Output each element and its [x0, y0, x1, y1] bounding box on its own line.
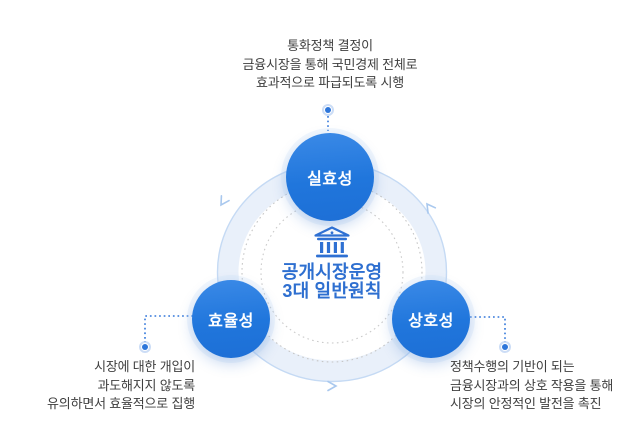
principle-label: 상호성 — [408, 313, 454, 330]
counterclockwise-arrow-icon — [426, 202, 437, 214]
description-line: 정책수행의 기반이 되는 — [450, 359, 575, 374]
connector-top — [322, 104, 334, 131]
description-line: 효과적으로 파급되도록 시행 — [256, 75, 404, 90]
diagram-title-line: 공개시장운영 — [281, 262, 383, 282]
description-line: 유의하면서 효율적으로 집행 — [47, 396, 195, 411]
principle-description-bottom-right: 정책수행의 기반이 되는 금융시장과의 상호 작용을 통해 시장의 안정적인 발… — [450, 358, 635, 414]
principle-circle-bottom-left: 효율성 — [192, 280, 270, 358]
description-line: 시장의 안정적인 발전을 촉진 — [450, 396, 602, 411]
description-line: 금융시장과의 상호 작용을 통해 — [450, 377, 614, 393]
principle-description-bottom-left: 시장에 대한 개입이 과도해지지 않도록 유의하면서 효율적으로 집행 — [0, 358, 195, 414]
dotted-ring-outer — [241, 181, 423, 363]
description-line: 통화정책 결정이 — [287, 38, 373, 53]
principle-label: 실효성 — [307, 171, 353, 188]
connector-left — [139, 315, 193, 353]
counterclockwise-arrow-icon — [220, 195, 230, 207]
counterclockwise-arrow-icon — [327, 380, 338, 392]
principle-circle-top: 실효성 — [286, 133, 374, 221]
principle-description-top: 통화정책 결정이 금융시장을 통해 국민경제 전체로 효과적으로 파급되도록 시… — [130, 37, 530, 93]
description-line: 과도해지지 않도록 — [97, 377, 196, 393]
diagram-center: 공개시장운영 3대 일반원칙 — [232, 226, 432, 301]
diagram-title-line: 3대 일반원칙 — [282, 281, 382, 301]
principle-circle-bottom-right: 상호성 — [392, 280, 470, 358]
connector-right — [470, 316, 511, 353]
dotted-ring-inner — [260, 200, 404, 344]
description-line: 시장에 대한 개입이 — [94, 359, 195, 374]
bank-icon — [314, 226, 350, 258]
principle-label: 효율성 — [208, 313, 254, 330]
description-line: 금융시장을 통해 국민경제 전체로 — [242, 56, 418, 72]
diagram-title: 공개시장운영 3대 일반원칙 — [232, 263, 432, 301]
